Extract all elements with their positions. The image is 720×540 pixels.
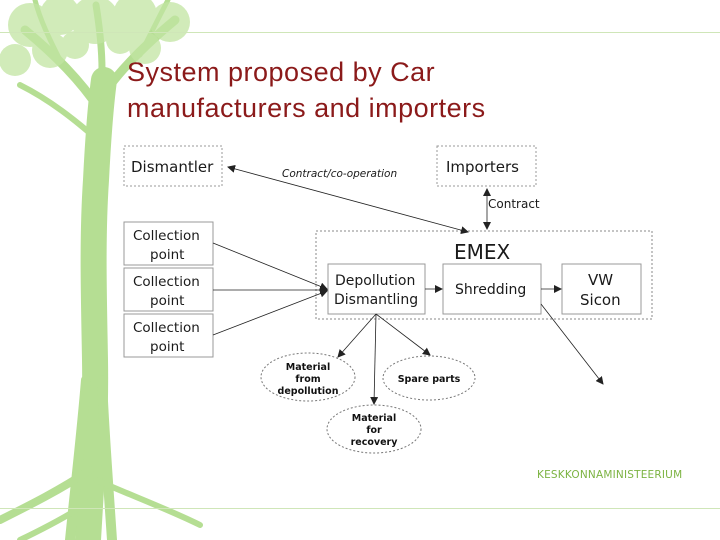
collection-point-label-2: Collection	[133, 274, 200, 290]
collection-point-sublabel-2: point	[150, 293, 184, 309]
dismantler-box	[123, 145, 223, 187]
collection-point-label-1: Collection	[133, 228, 200, 244]
contract-cooperation-arrow	[227, 164, 469, 235]
emex-container	[315, 230, 653, 320]
collection-point-box	[123, 267, 214, 312]
material-for-recovery-ellipse	[326, 404, 422, 454]
ministry-logo-text: KESKKONNAMINISTEERIUM	[537, 469, 683, 481]
collection-to-depollution-arrow	[212, 289, 328, 336]
contract-cooperation-label: Contract/co-operation	[282, 168, 397, 180]
collection-point-box	[123, 221, 214, 266]
material-from-depollution-line-1: Material	[286, 362, 330, 373]
material-for-recovery-line-1: Material	[352, 413, 396, 424]
depollution-box	[327, 263, 426, 315]
sicon-label: Sicon	[580, 291, 621, 309]
shredding-label: Shredding	[455, 282, 526, 298]
vw-label: VW	[588, 271, 613, 289]
material-from-depollution-line-2: from	[295, 374, 320, 385]
collection-point-box	[123, 313, 214, 358]
title-line-1: System proposed by Car	[127, 57, 436, 87]
depollution-to-recovery-arrow	[370, 313, 379, 405]
material-for-recovery-line-2: for	[366, 425, 382, 436]
material-for-recovery-line-3: recovery	[351, 437, 399, 448]
collection-point-label-3: Collection	[133, 320, 200, 336]
emex-label: EMEX	[454, 240, 511, 264]
bottom-divider	[0, 508, 720, 509]
shredding-output-arrow	[540, 303, 604, 385]
title-line-2: manufacturers and importers	[127, 93, 486, 123]
contract-label: Contract	[488, 197, 540, 211]
top-divider	[0, 32, 720, 33]
material-from-depollution-line-3: depollution	[278, 386, 339, 397]
collection-point-sublabel-1: point	[150, 247, 184, 263]
vw-sicon-box	[561, 263, 642, 315]
depollution-label: Depollution	[335, 273, 415, 289]
spare-parts-ellipse	[382, 355, 476, 401]
page-title: System proposed by Car manufacturers and…	[127, 54, 687, 126]
dismantler-label: Dismantler	[131, 158, 214, 176]
shredding-box	[442, 263, 542, 315]
dismantling-label: Dismantling	[334, 292, 418, 308]
depollution-to-spare-parts-arrow	[375, 313, 431, 356]
spare-parts-label: Spare parts	[398, 374, 461, 385]
collection-to-depollution-arrow	[212, 242, 328, 291]
importers-label: Importers	[446, 158, 519, 176]
depollution-to-material-arrow	[337, 313, 377, 358]
material-from-depollution-ellipse	[260, 352, 356, 402]
collection-point-sublabel-3: point	[150, 339, 184, 355]
